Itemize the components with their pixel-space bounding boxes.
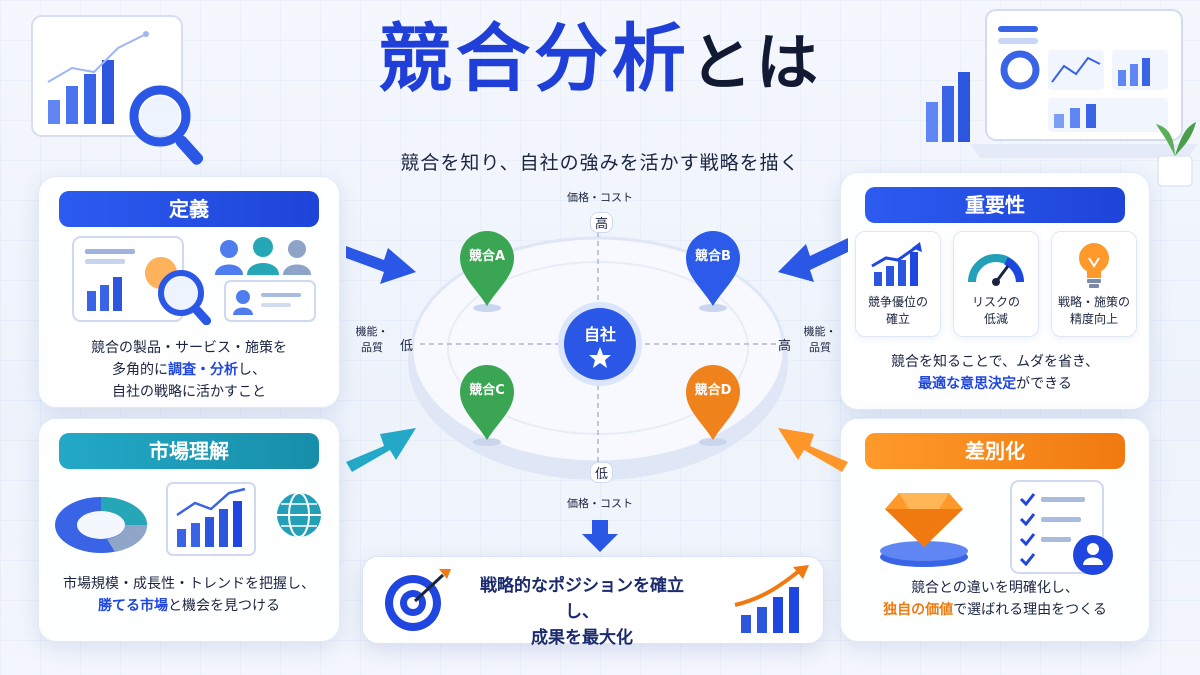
importance-item-advantage: 競争優位の確立 <box>855 231 941 337</box>
team-profile-icon <box>215 237 316 322</box>
own-company-marker: 自社 <box>558 302 642 386</box>
pin-competitor-d-label: 競合D <box>695 382 732 398</box>
growth-chart-icon <box>871 242 922 286</box>
top-axis-label: 価格・コスト <box>567 191 633 204</box>
top-axis-value: 高 <box>590 212 614 233</box>
star-icon <box>589 347 611 368</box>
arrow-differentiation-icon <box>778 428 848 472</box>
pin-competitor-d: 競合D <box>686 365 740 446</box>
pin-competitor-b-label: 競合B <box>695 248 731 264</box>
pin-competitor-a: 競合A <box>460 231 514 312</box>
importance-item-precision: 戦略・施策の精度向上 <box>1051 231 1137 337</box>
arrow-importance-icon <box>778 238 848 282</box>
pin-competitor-c-label: 競合C <box>469 382 505 398</box>
globe-icon <box>277 492 321 538</box>
differentiation-label: 差別化 <box>865 433 1125 469</box>
pin-competitor-c: 競合C <box>460 365 514 446</box>
market-line1: 市場規模・成長性・トレンドを把握し、 <box>63 576 315 592</box>
differentiation-line1: 競合との違いを明確化し、 <box>911 580 1079 596</box>
market-card: 市場理解 市場規模・成長性・トレンドを把握し、 勝てる市場と機会を見つける <box>38 418 340 642</box>
market-label: 市場理解 <box>59 433 319 469</box>
definition-card: 定義 競合の製品・サービス・施策を 多角的に調査・分析し、 自社の戦略に活かすこ… <box>38 176 340 408</box>
right-axis-value: 高 <box>778 339 792 354</box>
importance-card: 重要性 競争優位の確立 リスクの低減 戦略・施策の精度向上 <box>840 172 1150 410</box>
diamond-icon <box>880 493 968 567</box>
conclusion-text: 戦略的なポジションを確立し、 成果を最大化 <box>467 573 697 651</box>
target-icon <box>385 569 451 631</box>
own-company-label: 自社 <box>584 325 616 344</box>
arrow-down-icon <box>582 520 618 552</box>
definition-line3: 自社の戦略に活かすこと <box>112 384 266 400</box>
conclusion-box: 戦略的なポジションを確立し、 成果を最大化 <box>362 556 824 648</box>
importance-item-risk: リスクの低減 <box>953 231 1039 337</box>
left-axis-value: 低 <box>400 339 414 354</box>
bottom-axis-value: 低 <box>590 462 614 483</box>
title-main: 競合分析 <box>377 16 690 102</box>
report-magnifier-icon <box>72 236 212 325</box>
definition-line2: 多角的に調査・分析し、 <box>112 362 266 378</box>
importance-line2: 最適な意思決定ができる <box>918 376 1072 392</box>
page-title: 競合分析とは <box>0 22 1200 96</box>
title-suffix: とは <box>689 26 822 99</box>
definition-label: 定義 <box>59 191 319 227</box>
arrow-market-icon <box>346 428 416 472</box>
left-axis-label: 機能・品質 <box>355 325 389 354</box>
differentiation-card: 差別化 競合との違いを明確化し、 独自の価値で選ばれる理由をつくる <box>840 418 1150 642</box>
differentiation-line2: 独自の価値で選ばれる理由をつくる <box>883 602 1107 618</box>
market-line2: 勝てる市場と機会を見つける <box>98 598 280 614</box>
pin-competitor-a-label: 競合A <box>469 248 505 264</box>
gauge-icon <box>968 254 1024 286</box>
laptop-dashboard-illustration <box>926 9 1198 187</box>
analytics-screen-illustration <box>31 15 204 165</box>
donut-chart-icon <box>55 497 148 553</box>
bottom-axis-label: 価格・コスト <box>567 497 633 510</box>
pin-competitor-b: 競合B <box>686 231 740 312</box>
right-axis-label: 機能・品質 <box>803 325 837 354</box>
bar-trend-icon <box>166 482 256 556</box>
lightbulb-icon <box>1079 243 1109 288</box>
growth-arrow-icon <box>734 565 809 633</box>
importance-label: 重要性 <box>865 187 1125 223</box>
conclusion-line1: 戦略的なポジションを確立し、 <box>480 576 684 622</box>
arrow-definition-icon <box>346 246 416 284</box>
checklist-profile-icon <box>1010 480 1113 575</box>
conclusion-line2: 成果を最大化 <box>531 628 633 648</box>
page-subtitle: 競合を知り、自社の強みを活かす戦略を描く <box>400 152 800 174</box>
definition-line1: 競合の製品・サービス・施策を <box>91 340 287 356</box>
importance-line1: 競合を知ることで、ムダを省き、 <box>890 354 1100 370</box>
